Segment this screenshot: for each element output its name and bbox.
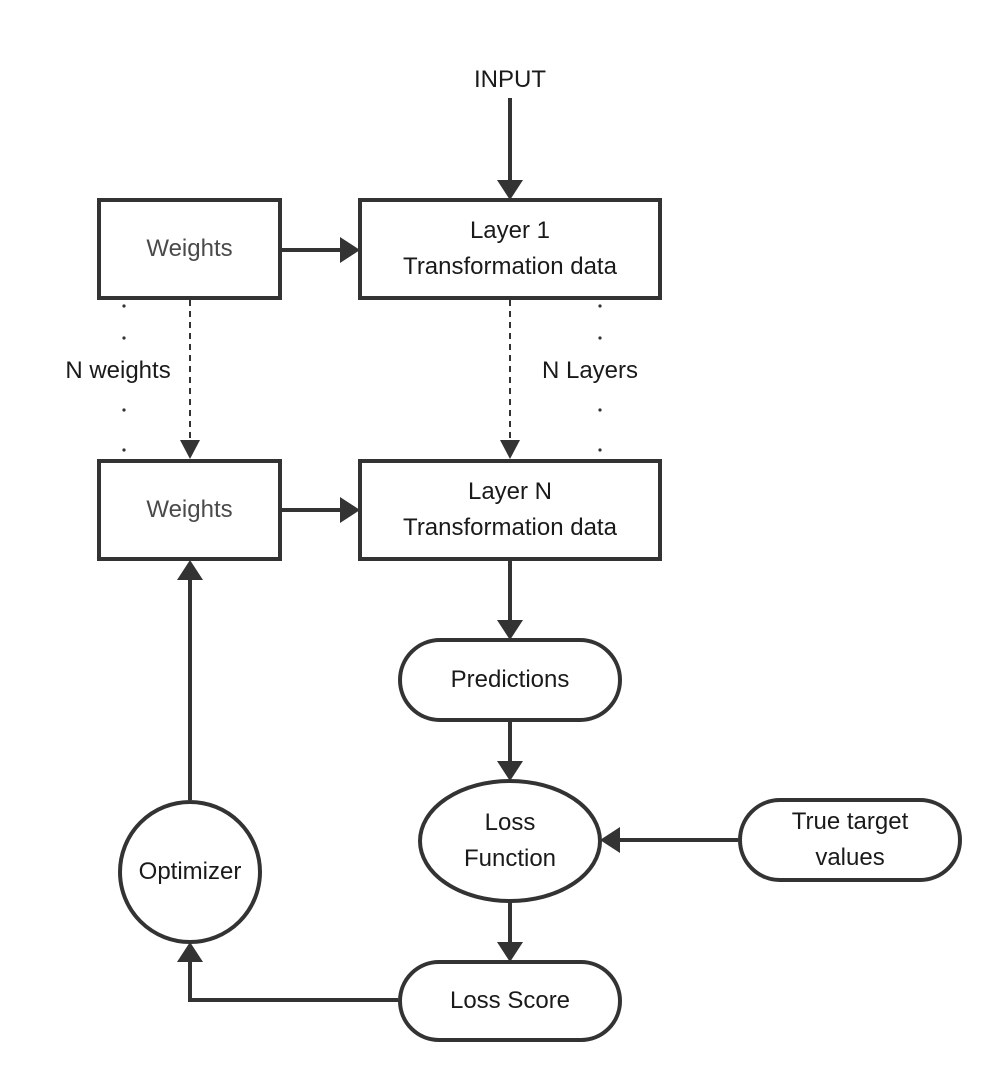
arrow-score-to-optimizer bbox=[188, 962, 398, 1002]
loss-function-label: Loss Function bbox=[463, 809, 557, 872]
arrowhead bbox=[177, 560, 203, 580]
weights-box-top bbox=[97, 198, 282, 300]
arrowhead bbox=[600, 827, 620, 853]
true-target-pill bbox=[738, 798, 962, 882]
loss-score-label: Loss Score bbox=[449, 987, 571, 1014]
arrowhead bbox=[177, 942, 203, 962]
arrowhead bbox=[340, 237, 360, 263]
arrowhead bbox=[497, 620, 523, 640]
layer1-label: Layer 1 Transformation data bbox=[403, 217, 617, 280]
weights-bottom-label: Weights bbox=[146, 496, 233, 523]
n-layers-label: N Layers bbox=[541, 357, 639, 384]
layerN-label: Layer N Transformation data bbox=[403, 478, 617, 541]
weights-box-bottom bbox=[97, 459, 282, 561]
predictions-label: Predictions bbox=[450, 666, 570, 693]
arrowhead bbox=[180, 440, 200, 459]
true-target-label: True target values bbox=[791, 808, 909, 871]
arrowhead bbox=[500, 440, 520, 459]
weights-top-label: Weights bbox=[146, 235, 233, 262]
arrowhead bbox=[497, 180, 523, 200]
ellipsis-dots-right bbox=[598, 304, 602, 452]
arrowhead bbox=[497, 942, 523, 962]
arrowhead bbox=[497, 761, 523, 781]
optimizer-label: Optimizer bbox=[138, 858, 242, 885]
input-label: INPUT bbox=[474, 66, 546, 93]
n-weights-label: N weights bbox=[65, 357, 171, 384]
ellipsis-dots-left bbox=[122, 304, 126, 452]
arrowhead bbox=[340, 497, 360, 523]
